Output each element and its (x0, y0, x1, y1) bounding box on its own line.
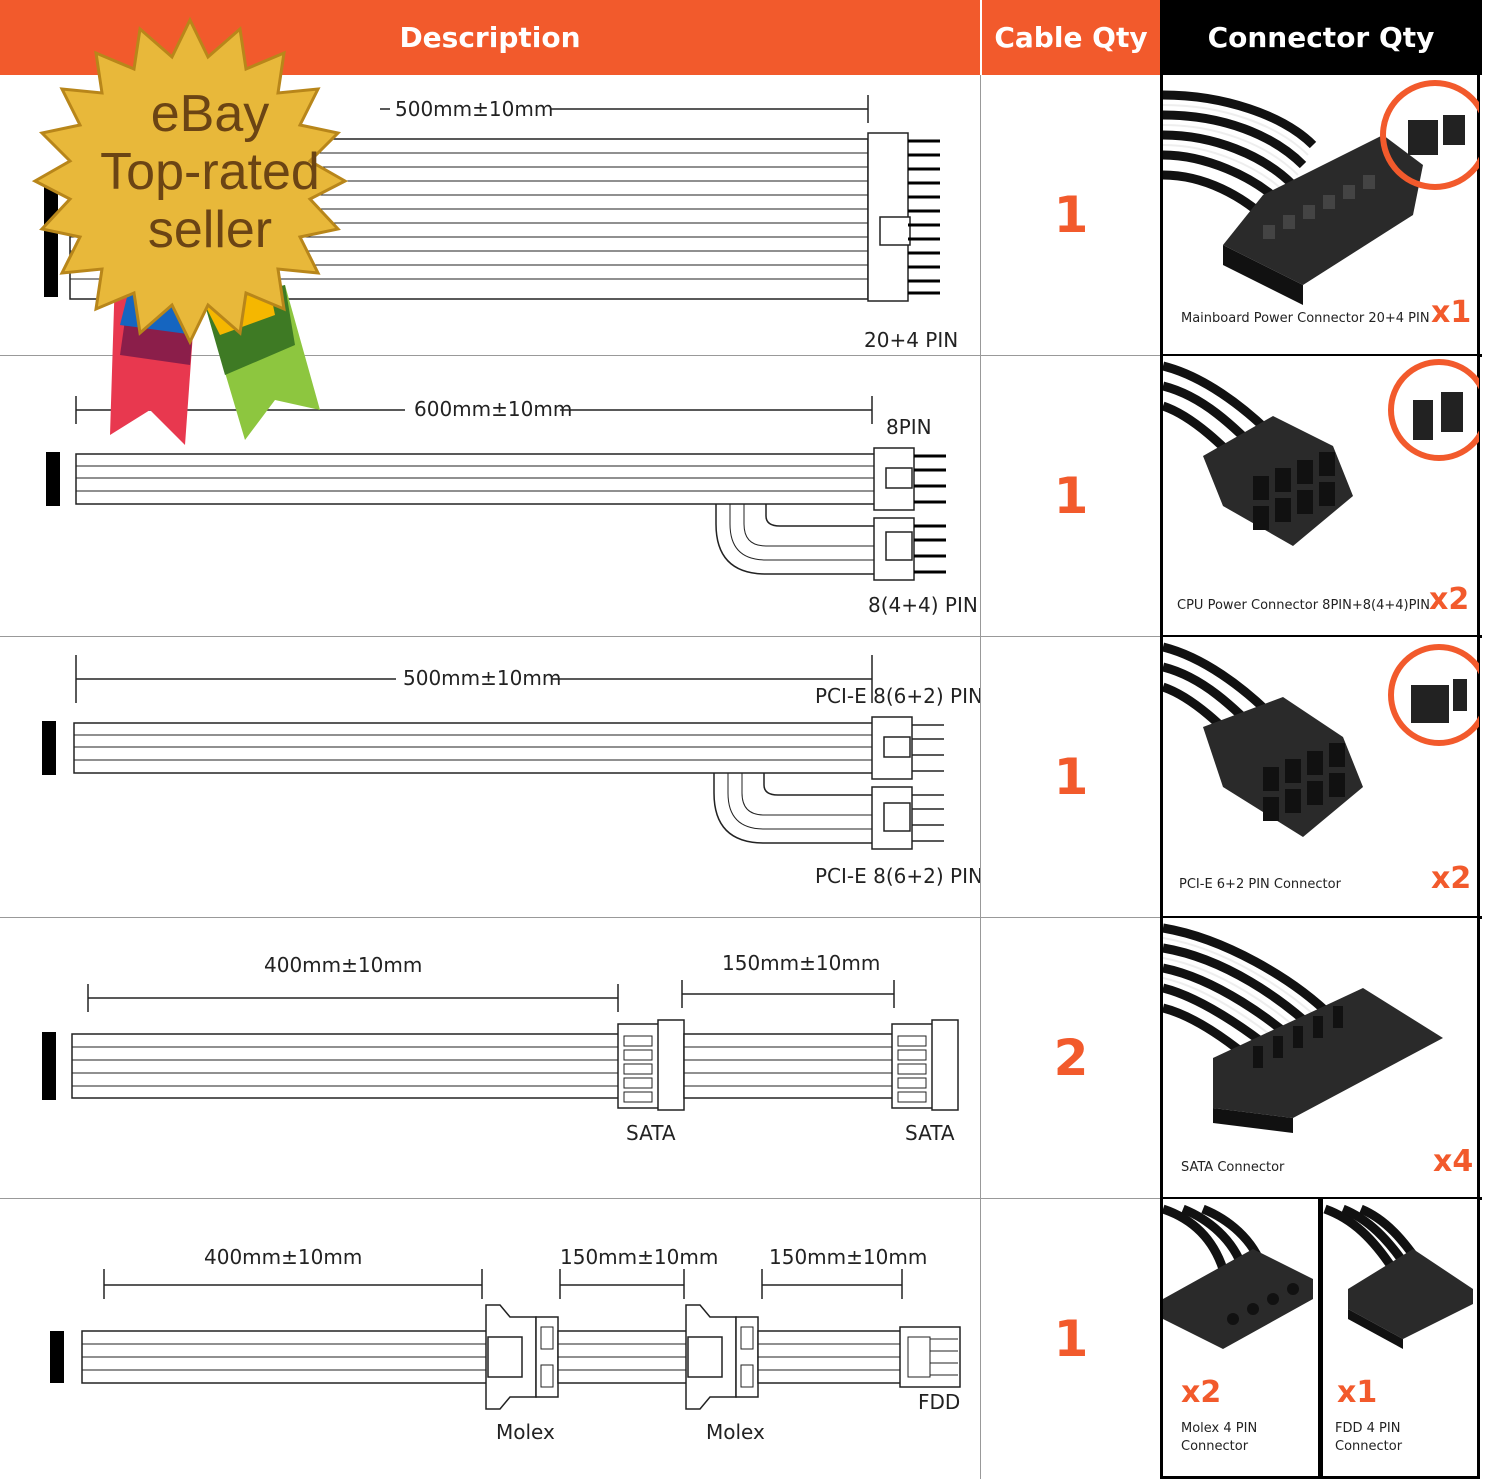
row-5-cable-diagram: 400mm±10mm 150mm±10mm 150mm±10mm (50, 1245, 961, 1444)
row-5-connector-label-1: Molex (496, 1420, 555, 1444)
row-2-top-connector-label: 8PIN (886, 415, 932, 439)
row-2-cable-diagram: 600mm±10mm 8PIN 8(4+4) PIN (46, 396, 978, 617)
row-4-cable-diagram: 400mm±10mm 150mm±10mm (42, 951, 959, 1145)
row-5-connector-label-3: FDD (918, 1390, 960, 1414)
row-2-connector-cell: CPU Power Connector 8PIN+8(4+4)PIN x2 (1160, 356, 1490, 636)
connector-divider (1160, 1197, 1482, 1200)
row-5-description: 400mm±10mm 150mm±10mm 150mm±10mm (0, 1199, 980, 1479)
row-5-connector-label-2: Molex (706, 1420, 765, 1444)
row-4-length-label-2: 150mm±10mm (722, 951, 880, 975)
row-3-description: 500mm±10mm PCI-E 8(6+2) PIN PCI (0, 637, 983, 917)
fdd-connector-label-1: FDD 4 PIN (1335, 1421, 1401, 1436)
pcie-connector-image (1161, 642, 1490, 837)
row-5-connector-cell: x2 Molex 4 PIN Connector x1 FDD 4 PIN Co… (1160, 1199, 1480, 1479)
row-4-cable-qty: 2 (980, 918, 1161, 1198)
header-cable-qty: Cable Qty (980, 0, 1160, 75)
molex-connector-label-1: Molex 4 PIN (1181, 1421, 1258, 1436)
row-5-length-label-1: 400mm±10mm (204, 1245, 362, 1269)
row-1-connector-label: 20+4 PIN (864, 328, 958, 352)
row-3-cable-diagram: 500mm±10mm PCI-E 8(6+2) PIN PCI (42, 655, 983, 888)
connector-split-divider (1318, 1199, 1323, 1476)
row-4-length-label-1: 400mm±10mm (264, 953, 422, 977)
row-molex: 400mm±10mm 150mm±10mm 150mm±10mm (0, 1199, 1482, 1479)
mainboard-connector-image (1162, 80, 1490, 305)
cpu-connector-image (1161, 359, 1490, 546)
row-1-connector-mult: x1 (1431, 295, 1472, 330)
badge-seal-icon (31, 16, 349, 445)
row-divider (0, 1198, 1160, 1199)
row-divider (0, 917, 1160, 918)
row-2-connector-name: CPU Power Connector 8PIN+8(4+4)PIN (1177, 598, 1430, 613)
row-1-connector-cell: Mainboard Power Connector 20+4 PIN x1 (1160, 75, 1490, 355)
row-2-cable-qty: 1 (980, 356, 1161, 636)
badge-line-1: eBay (150, 85, 270, 143)
row-5-cable-qty: 1 (980, 1199, 1161, 1479)
molex-fdd-connector-images (1161, 1204, 1473, 1349)
row-sata: 400mm±10mm 150mm±10mm (0, 918, 1482, 1198)
row-cpu: 600mm±10mm 8PIN 8(4+4) PIN (0, 356, 1490, 636)
badge-text: eBay Top-rated seller (50, 85, 370, 259)
row-3-connector-cell: PCI-E 6+2 PIN Connector x2 (1160, 637, 1490, 917)
row-1-length-label: 500mm±10mm (395, 97, 553, 121)
row-3-connector-name: PCI-E 6+2 PIN Connector (1179, 877, 1341, 892)
row-4-connector-label-1: SATA (626, 1121, 676, 1145)
fdd-connector-mult: x1 (1337, 1375, 1378, 1410)
row-3-top-connector-label: PCI-E 8(6+2) PIN (815, 684, 980, 708)
sata-connector-image (1161, 923, 1443, 1133)
row-divider (0, 355, 1160, 356)
row-1-cable-qty: 1 (980, 75, 1161, 355)
row-3-cable-qty: 1 (980, 637, 1161, 917)
connector-divider (1160, 354, 1482, 357)
row-2-description: 600mm±10mm 8PIN 8(4+4) PIN (0, 356, 980, 636)
row-5-length-label-2: 150mm±10mm (560, 1245, 718, 1269)
row-2-length-label: 600mm±10mm (414, 397, 572, 421)
row-4-connector-mult: x4 (1433, 1144, 1474, 1179)
row-5-length-label-3: 150mm±10mm (769, 1245, 927, 1269)
connector-divider (1160, 916, 1482, 919)
molex-connector-mult: x2 (1181, 1375, 1222, 1410)
row-4-description: 400mm±10mm 150mm±10mm (0, 918, 980, 1198)
molex-connector-label-2: Connector (1181, 1439, 1249, 1454)
row-3-connector-label: PCI-E 8(6+2) PIN (815, 864, 980, 888)
row-3-connector-mult: x2 (1431, 861, 1472, 896)
badge-line-2: Top-rated (100, 143, 320, 201)
row-2-connector-label: 8(4+4) PIN (868, 593, 978, 617)
ebay-top-rated-badge: eBay Top-rated seller (20, 15, 360, 445)
fdd-connector-label-2: Connector (1335, 1439, 1403, 1454)
connector-divider (1160, 635, 1482, 638)
row-pcie: 500mm±10mm PCI-E 8(6+2) PIN PCI (0, 637, 1490, 917)
row-1-connector-name: Mainboard Power Connector 20+4 PIN (1181, 311, 1430, 326)
row-4-connector-cell: SATA Connector x4 (1160, 918, 1480, 1198)
row-3-length-label: 500mm±10mm (403, 666, 561, 690)
row-4-connector-label-2: SATA (905, 1121, 955, 1145)
row-2-connector-mult: x2 (1429, 582, 1470, 617)
row-divider (0, 636, 1160, 637)
header-connector-qty: Connector Qty (1160, 0, 1482, 75)
badge-line-3: seller (147, 201, 273, 259)
row-4-connector-name: SATA Connector (1181, 1160, 1285, 1175)
